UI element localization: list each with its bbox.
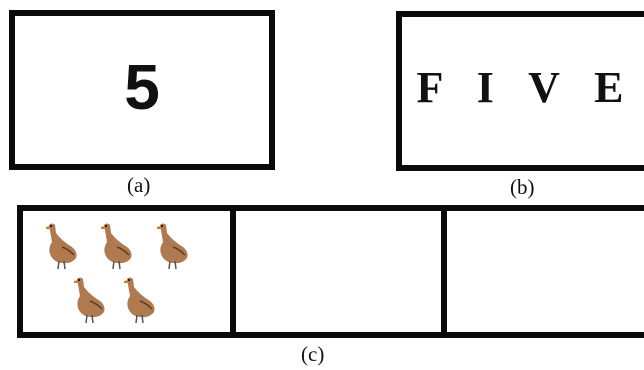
strip-divider <box>441 211 447 332</box>
picture-box-empty <box>447 211 644 332</box>
strip-divider <box>230 211 236 332</box>
goose-icon <box>101 223 132 270</box>
caption-c: (c) <box>301 342 325 366</box>
goose-icon <box>124 277 155 324</box>
goose-icon <box>74 277 105 324</box>
word-label: F I V E <box>416 63 636 112</box>
picture-box-geese <box>23 211 230 332</box>
picture-box-empty <box>236 211 441 332</box>
goose-icon <box>46 223 77 270</box>
number-label: 5 <box>124 51 160 123</box>
caption-a: (a) <box>127 173 151 197</box>
picture-strip <box>17 205 644 338</box>
goose-icon <box>157 223 188 270</box>
word-card: F I V E <box>396 11 644 171</box>
caption-b: (b) <box>510 175 535 199</box>
number-card: 5 <box>9 10 275 170</box>
